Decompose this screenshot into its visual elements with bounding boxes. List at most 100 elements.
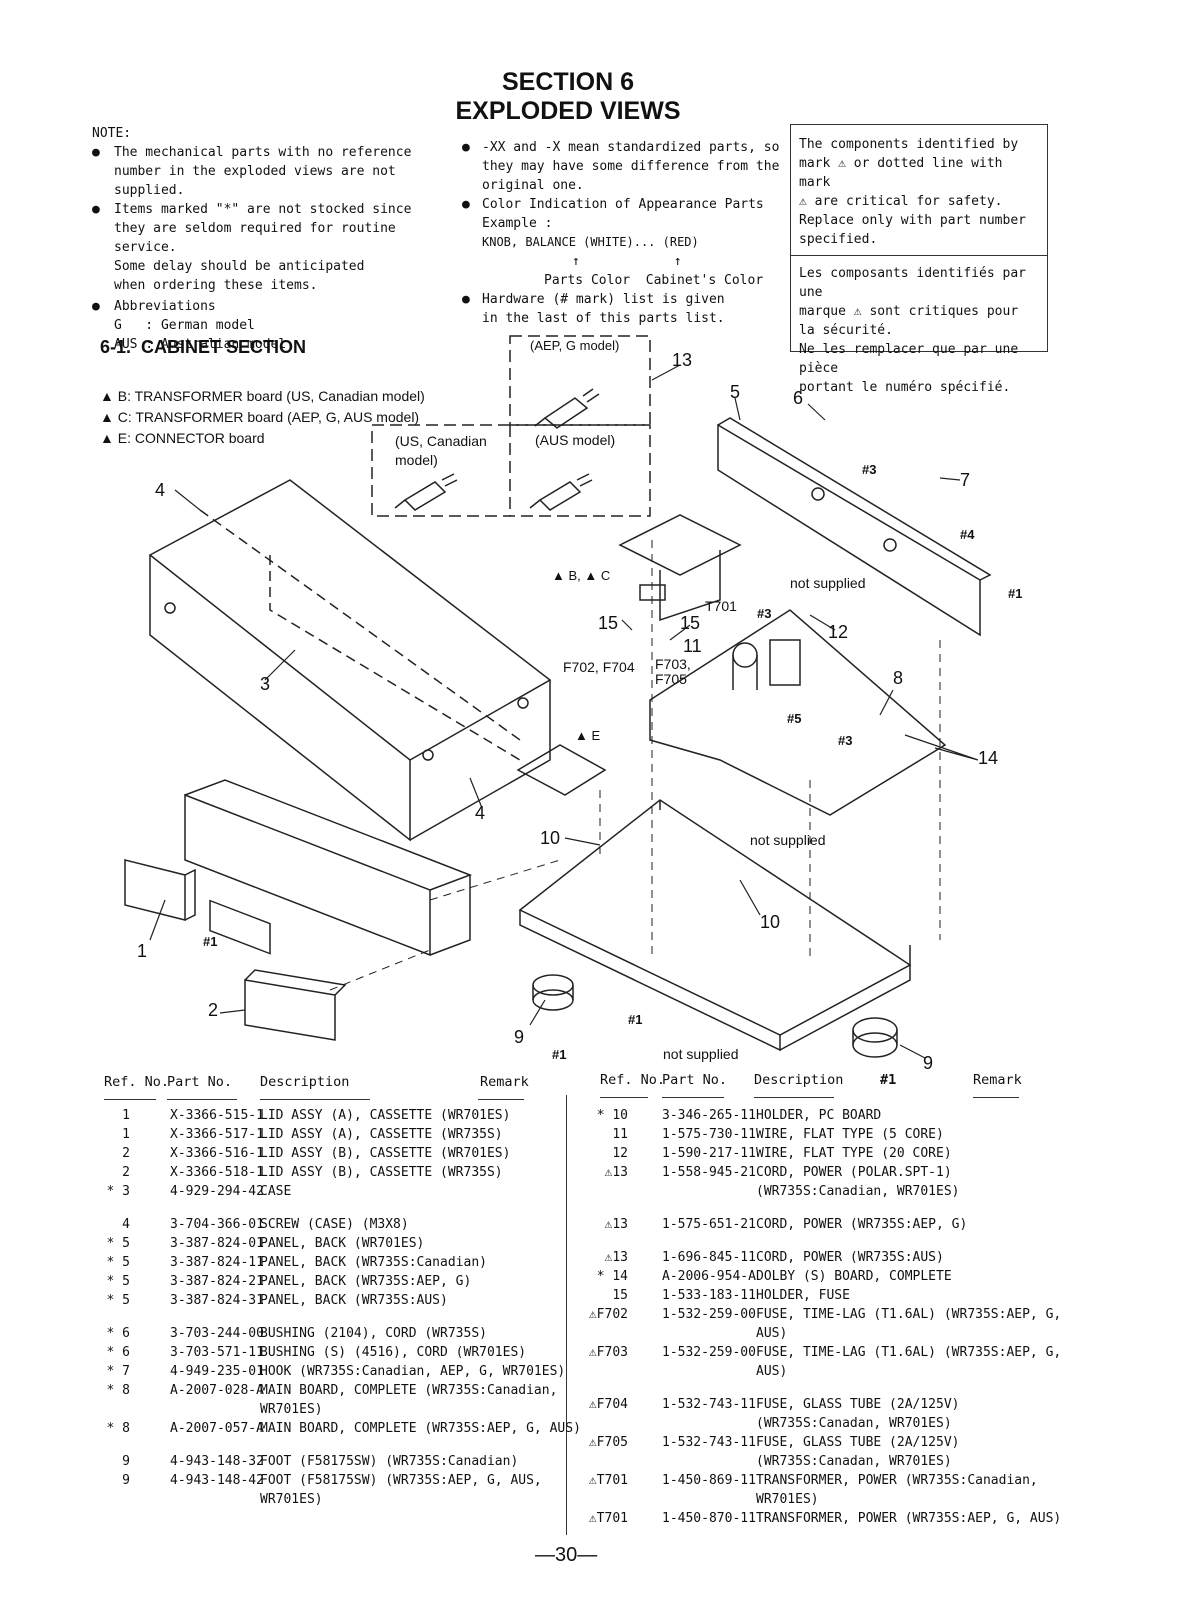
parts-row-continued: WR701ES) [260, 1402, 323, 1417]
safety-line: portant le numéro spécifié. [799, 380, 1011, 395]
section-title: SECTION 6 EXPLODED VIEWS [418, 68, 718, 126]
callout-4a: 4 [155, 480, 166, 500]
mid-line: Color Indication of Appearance Parts [482, 197, 764, 212]
part-no: 3-704-366-01 [170, 1217, 264, 1232]
part-no: 4-943-148-42 [170, 1473, 264, 1488]
subsection-title: 6-1. CABINET SECTION [100, 337, 307, 357]
ref-no: * 5 [106, 1255, 130, 1270]
callout-9b: 9 [923, 1053, 934, 1073]
part-no: A-2006-954-A [662, 1269, 756, 1284]
ref-no: * 5 [106, 1236, 130, 1251]
label-f705: F705 [655, 671, 687, 687]
safety-french: Les composants identifiés par une marque… [791, 256, 1047, 397]
description: WIRE, FLAT TYPE (5 CORE) [756, 1127, 944, 1142]
part-no: X-3366-518-1 [170, 1165, 264, 1180]
chassis-part [518, 799, 912, 1052]
description: LID ASSY (B), CASSETTE (WR701ES) [260, 1146, 511, 1161]
connector-board-part [516, 744, 607, 796]
description: FUSE, TIME-LAG (T1.6AL) (WR735S:AEP, G, [756, 1307, 1062, 1322]
ref-no: * 5 [106, 1274, 130, 1289]
parts-row-continued: (WR735S:Canadian, WR701ES) [756, 1184, 960, 1199]
ref-no: ⚠13 [604, 1250, 628, 1265]
hw-1-a: #1 [1008, 586, 1023, 601]
part-no: X-3366-515-1 [170, 1108, 264, 1123]
description: WIRE, FLAT TYPE (20 CORE) [756, 1146, 952, 1161]
part-no: 1-450-870-11 [662, 1511, 756, 1526]
part-no: 4-949-235-01 [170, 1364, 264, 1379]
description: PANEL, BACK (WR735S:AEP, G) [260, 1274, 472, 1289]
description: CORD, POWER (POLAR.SPT-1) [756, 1165, 952, 1180]
parts-row-continued: (WR735S:Canadan, WR701ES) [756, 1416, 952, 1431]
col-description: Description [260, 1074, 350, 1090]
description: PANEL, BACK (WR735S:AUS) [260, 1293, 448, 1308]
ref-no: 9 [122, 1473, 130, 1488]
leader-lines [149, 364, 979, 1059]
description: HOLDER, PC BOARD [756, 1108, 882, 1123]
part-no: 1-575-651-21 [662, 1217, 756, 1232]
bullet-icon: ● [92, 145, 100, 160]
safety-line: Ne les remplacer que par une pièce [799, 342, 1019, 376]
safety-line: Les composants identifiés par une [799, 266, 1026, 300]
part-no: 1-558-945-21 [662, 1165, 756, 1180]
col-ref-no: Ref. No. [104, 1074, 170, 1090]
safety-line: la sécurité. [799, 323, 893, 338]
callout-8: 8 [893, 668, 904, 688]
label-aep-model: (AEP, G model) [530, 338, 620, 353]
mid-bullet-3: ● Hardware (# mark) list is given in the… [462, 290, 782, 328]
part-no: 1-450-869-11 [662, 1473, 756, 1488]
safety-line: ⚠ are critical for safety. [799, 194, 1003, 209]
label-not-supplied-1: not supplied [790, 575, 866, 591]
callout-3: 3 [260, 674, 271, 694]
bullet-icon: ● [92, 202, 100, 217]
hw-5: #5 [787, 711, 802, 726]
hw-1-b: #1 [203, 934, 218, 949]
description: FUSE, GLASS TUBE (2A/125V) [756, 1397, 960, 1412]
description: CORD, POWER (WR735S:AUS) [756, 1250, 944, 1265]
label-f702-f704: F702, F704 [563, 659, 635, 675]
callout-15b: 15 [680, 613, 701, 633]
plug-aus-icon [529, 473, 593, 511]
hw-3-b: #3 [757, 606, 772, 621]
foot-left-icon [532, 974, 574, 1011]
ref-no: * 6 [106, 1326, 130, 1341]
note-line: they are seldom required for routine ser… [114, 221, 396, 255]
part-no: 3-387-824-11 [170, 1255, 264, 1270]
callout-11: 11 [683, 636, 702, 656]
section-name: EXPLODED VIEWS [455, 97, 681, 125]
hw-3-c: #3 [838, 733, 853, 748]
ref-no: * 14 [596, 1269, 628, 1284]
assembly-lines [329, 540, 941, 991]
col-part-no: Part No. [662, 1072, 728, 1088]
ref-no: * 8 [106, 1383, 130, 1398]
note-bullet-3: ● Abbreviations G : German model AUS : A… [92, 297, 452, 354]
note-line: number in the exploded views are not [114, 164, 396, 179]
callout-9a: 9 [514, 1027, 525, 1047]
back-panel-part [717, 417, 992, 637]
description: BUSHING (S) (4516), CORD (WR701ES) [260, 1345, 527, 1360]
bullet-icon: ● [462, 140, 470, 155]
ref-no: ⚠T701 [588, 1511, 628, 1526]
description: FUSE, GLASS TUBE (2A/125V) [756, 1435, 960, 1450]
callout-14: 14 [978, 748, 999, 768]
part-no: X-3366-517-1 [170, 1127, 264, 1142]
callout-1: 1 [137, 941, 148, 961]
ref-no: * 6 [106, 1345, 130, 1360]
label-t701: T701 [705, 598, 737, 614]
callout-2: 2 [208, 1000, 219, 1020]
ref-no: ⚠13 [604, 1165, 628, 1180]
callout-13: 13 [672, 350, 693, 370]
note-bullet-2: ● Items marked "*" are not stocked since… [92, 200, 452, 295]
lid-a-part [124, 859, 196, 921]
label-us-model: (US, Canadian model) [395, 432, 487, 470]
col-ref-no: Ref. No. [600, 1072, 666, 1088]
ref-no: * 5 [106, 1293, 130, 1308]
part-no: A-2007-028-A [170, 1383, 264, 1398]
left-table-header: Ref. No. Part No. Description Remark [0, 1074, 540, 1102]
ref-no: 12 [612, 1146, 628, 1161]
description: LID ASSY (A), CASSETTE (WR701ES) [260, 1108, 511, 1123]
description: CASE [260, 1184, 292, 1199]
part-no: 1-533-183-11 [662, 1288, 756, 1303]
label-us-line: model) [395, 452, 438, 468]
board-b: ▲ B: TRANSFORMER board (US, Canadian mod… [100, 388, 425, 404]
mid-line: -XX and -X mean standardized parts, so [482, 140, 780, 155]
